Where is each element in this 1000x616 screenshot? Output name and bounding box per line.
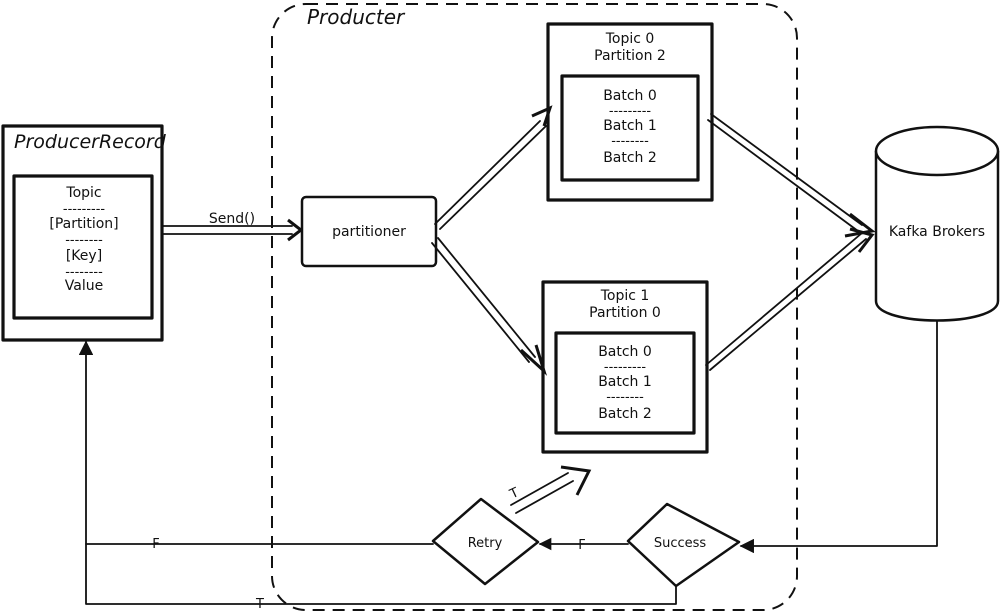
topic0-separator-1: ---------: [609, 104, 652, 119]
producer-boundary: [271, 3, 798, 611]
partitioner-to-topic1-arrow: [431, 237, 548, 376]
topic1-separator-1: ---------: [604, 360, 647, 375]
topic1-to-kafka-arrow: [705, 227, 875, 371]
success-label: Success: [654, 536, 707, 551]
topic0-batches-box: [560, 74, 700, 182]
producer-record-title: ProducerRecord: [14, 131, 167, 153]
partitioner-label: partitioner: [332, 224, 406, 240]
producer-record-separator-3: --------: [65, 265, 103, 280]
kafka-brokers-cylinder: [874, 125, 1000, 322]
topic1-batch-0: Batch 0: [598, 344, 652, 360]
topic1-partition: Partition 0: [589, 305, 661, 321]
topic0-to-kafka-arrow: [707, 113, 876, 238]
producer-record-separator-2: --------: [65, 233, 103, 248]
partitioner-to-topic0-arrow: [434, 105, 553, 230]
topic0-batch-1: Batch 1: [603, 118, 657, 134]
topic1-title: Topic 1: [600, 288, 650, 304]
topic0-partition: Partition 2: [594, 48, 666, 64]
retry-label: Retry: [468, 536, 503, 551]
retry-to-batch-arrow: [510, 465, 592, 514]
producer-title: Producter: [307, 5, 406, 29]
retry-decision: [431, 497, 540, 586]
kafka-to-success-arrow: [739, 320, 938, 554]
producer-record-separator-1: ---------: [63, 202, 106, 217]
producer-record-key: [Key]: [66, 248, 102, 264]
topic0-batch-2: Batch 2: [603, 150, 657, 166]
producer-record-value: Value: [65, 278, 103, 294]
send-label: Send(): [209, 211, 255, 227]
topic1-batches-box: [554, 331, 696, 435]
producer-record-fields-box: [12, 174, 154, 320]
success-true-label: T: [255, 597, 264, 612]
success-to-record-arrow: [85, 543, 677, 605]
retry-to-record-arrow: [78, 340, 434, 545]
partitioner-box: [300, 195, 438, 268]
retry-false-label: F: [152, 537, 159, 552]
topic1-batch-2: Batch 2: [598, 406, 652, 422]
topic0-batch-0: Batch 0: [603, 88, 657, 104]
topic0-title: Topic 0: [605, 31, 655, 47]
topic1-separator-2: --------: [606, 390, 644, 405]
topic1-batch-1: Batch 1: [598, 374, 652, 390]
success-false-label: F: [578, 538, 585, 553]
producer-record-partition: [Partition]: [49, 216, 118, 232]
topic0-separator-2: --------: [611, 134, 649, 149]
kafka-brokers-label: Kafka Brokers: [889, 224, 985, 240]
producer-record-topic: Topic: [65, 185, 101, 201]
